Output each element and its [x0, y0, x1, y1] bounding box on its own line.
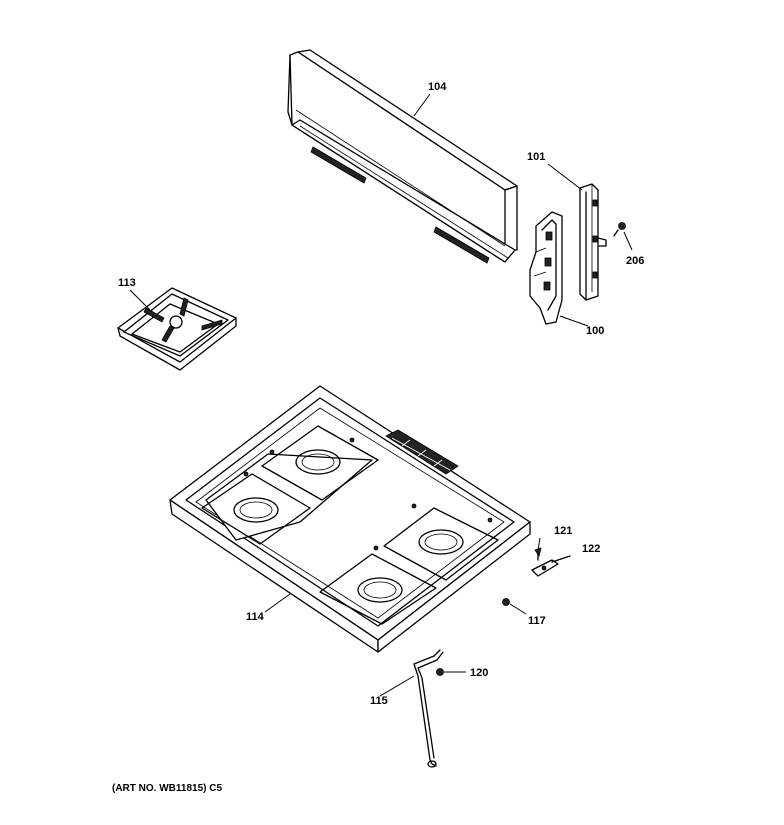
backsplash-panel-104 [287, 49, 518, 264]
label-121: 121 [554, 525, 572, 537]
support-rod-115 [413, 649, 444, 768]
leader-lines [129, 93, 633, 697]
side-trim-101 [579, 183, 607, 301]
burner-grate-113 [117, 287, 237, 371]
label-104: 104 [428, 81, 447, 93]
art-number: (ART NO. WB11815) C5 [112, 783, 222, 794]
end-cap-100 [529, 211, 563, 325]
label-101: 101 [527, 151, 545, 163]
label-117: 117 [528, 615, 546, 627]
label-122: 122 [582, 543, 600, 555]
label-113: 113 [118, 277, 136, 289]
cooktop-main-top-114 [169, 385, 531, 653]
bumper-117 [502, 598, 510, 606]
label-120: 120 [470, 667, 488, 679]
nut-120 [436, 668, 444, 676]
screw-206 [613, 222, 626, 237]
bracket-122 [531, 555, 571, 577]
label-206: 206 [626, 255, 644, 267]
label-100: 100 [586, 325, 604, 337]
label-115: 115 [370, 695, 388, 707]
label-114: 114 [246, 611, 265, 623]
